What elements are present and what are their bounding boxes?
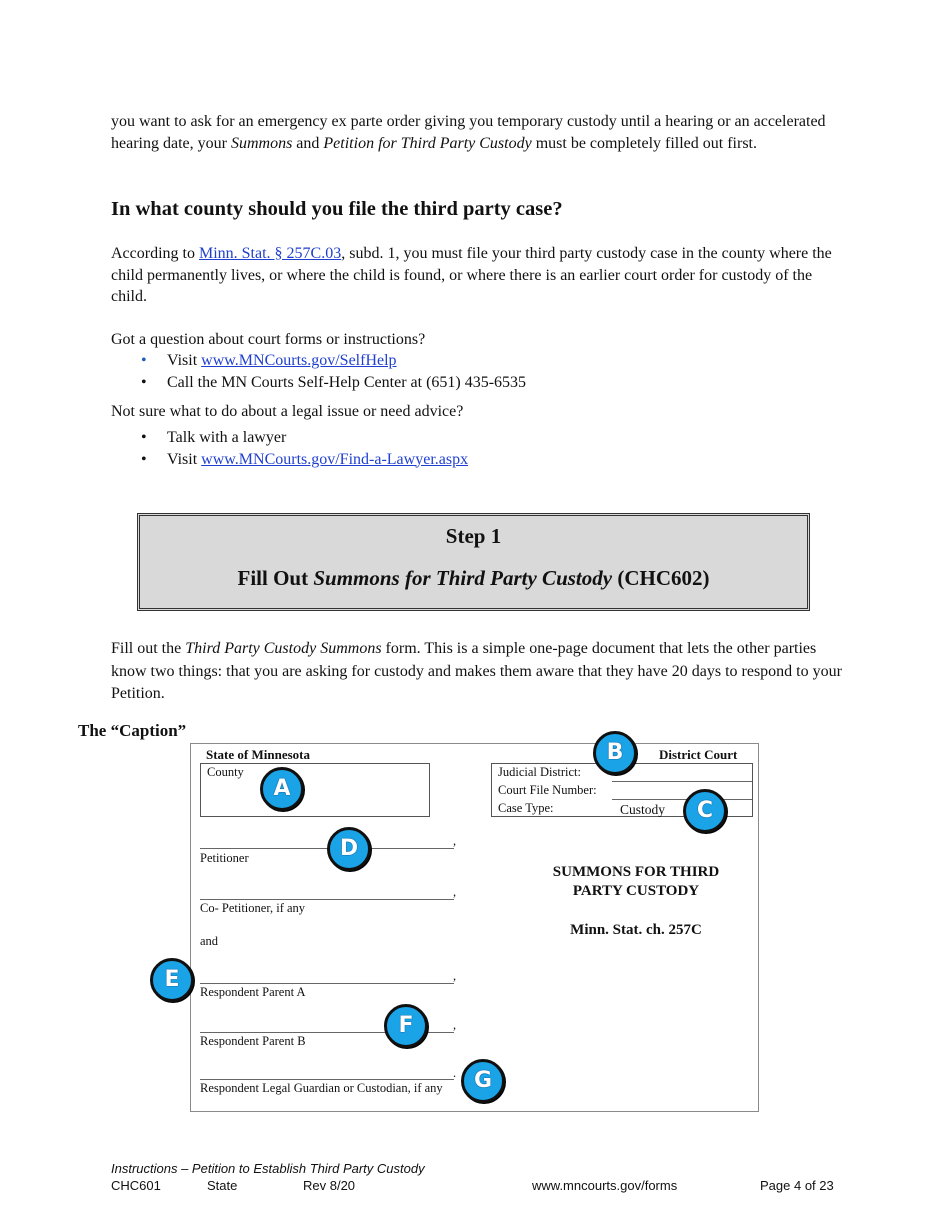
- help-question: Got a question about court forms or inst…: [111, 331, 426, 348]
- judicial-district-label: Judicial District:: [498, 765, 581, 779]
- period: .: [453, 1066, 457, 1080]
- list-item: • Visit www.MNCourts.gov/SelfHelp: [141, 350, 526, 372]
- badge-c: C: [683, 789, 727, 833]
- step-subtitle: Fill Out Summons for Third Party Custody…: [140, 566, 807, 591]
- summons-title: SUMMONS FOR THIRD PARTY CUSTODY: [521, 863, 751, 901]
- fill-out-paragraph: Fill out the Third Party Custody Summons…: [111, 638, 851, 706]
- summons-title-line-2: PARTY CUSTODY: [572, 883, 700, 899]
- badge-d: D: [327, 827, 371, 871]
- footer-page: Page 4 of 23: [760, 1178, 834, 1193]
- lawyer-link[interactable]: www.MNCourts.gov/Find-a-Lawyer.aspx: [201, 450, 469, 468]
- district-court-label: District Court: [659, 747, 738, 762]
- intro-paragraph: you want to ask for an emergency ex part…: [111, 111, 841, 154]
- county-body: , subd. 1, you must file your third part…: [111, 245, 832, 305]
- step-form-name: Summons for Third Party Custody: [313, 566, 613, 590]
- and-label: and: [200, 934, 219, 948]
- bullet: •: [141, 429, 147, 446]
- court-file-line: [612, 799, 752, 800]
- footer-code: CHC601: [111, 1178, 161, 1193]
- respondent-b-line: [200, 1032, 454, 1033]
- guardian-line: [200, 1079, 454, 1080]
- badge-e: E: [150, 958, 194, 1002]
- county-heading: In what county should you file the third…: [111, 198, 563, 220]
- summons-title-line-1: SUMMONS FOR THIRD: [552, 864, 720, 880]
- badge-a: A: [260, 767, 304, 811]
- intro-text-end: must be completely filled out first.: [531, 134, 757, 152]
- respondent-a-label: Respondent Parent A: [200, 985, 306, 999]
- list-item: • Visit www.MNCourts.gov/Find-a-Lawyer.as…: [141, 449, 468, 471]
- fill-out-text: Fill Out: [237, 566, 314, 590]
- comma: ,: [453, 1018, 457, 1032]
- footer-title: Instructions – Petition to Establish Thi…: [111, 1161, 425, 1176]
- call-text: Call the MN Courts Self-Help Center at (…: [167, 373, 527, 391]
- comma: ,: [453, 834, 457, 848]
- according-to: According to: [111, 245, 199, 262]
- intro-text: you want to ask for an emergency ex part…: [111, 113, 826, 152]
- case-type-value: Custody: [620, 802, 666, 817]
- co-petitioner-line: [200, 899, 454, 900]
- visit-label: Visit: [167, 352, 202, 369]
- step-form-code: (CHC602): [612, 566, 710, 590]
- county-paragraph: According to Minn. Stat. § 257C.03, subd…: [111, 243, 841, 308]
- help-list: • Visit www.MNCourts.gov/SelfHelp • Call t…: [141, 350, 526, 393]
- footer-state: State: [207, 1178, 238, 1193]
- list-item: • Call the MN Courts Self-Help Center at …: [141, 372, 526, 394]
- co-petitioner-label: Co- Petitioner, if any: [200, 901, 306, 915]
- list-item: • Talk with a lawyer: [141, 427, 468, 449]
- petitioner-label: Petitioner: [200, 851, 249, 865]
- case-type-label: Case Type:: [498, 801, 554, 815]
- step-title: Step 1: [445, 524, 502, 548]
- badge-b: B: [593, 731, 637, 775]
- state-label: State of Minnesota: [206, 747, 310, 762]
- bullet: •: [141, 450, 147, 468]
- county-box: County: [200, 763, 430, 817]
- statute-label: Minn. Stat. ch. 257C: [570, 922, 702, 938]
- caption-heading: The “Caption”: [78, 721, 187, 740]
- respondent-a-line: [200, 983, 454, 984]
- intro-and: and: [292, 134, 324, 152]
- footer-site: www.mncourts.gov/forms: [532, 1178, 678, 1193]
- fill-start: Fill out the: [111, 640, 186, 657]
- footer-rev: Rev 8/20: [303, 1178, 356, 1193]
- comma: ,: [453, 885, 457, 899]
- summons-caption-form: State of Minnesota District Court County…: [190, 743, 759, 1112]
- fill-rest: form. This is a simple one-page document…: [111, 640, 842, 702]
- respondent-b-label: Respondent Parent B: [200, 1034, 306, 1048]
- case-info-box: Judicial District: Court File Number: Ca…: [491, 763, 753, 817]
- court-file-label: Court File Number:: [498, 783, 597, 797]
- badge-f: F: [384, 1004, 428, 1048]
- statute-link[interactable]: Minn. Stat. § 257C.03: [198, 245, 342, 262]
- intro-petition: Petition for Third Party Custody: [323, 134, 532, 152]
- fill-italic: Third Party Custody Summons: [185, 640, 382, 657]
- badge-g: G: [461, 1059, 505, 1103]
- guardian-label: Respondent Legal Guardian or Custodian, …: [200, 1081, 443, 1095]
- bullet: •: [141, 373, 147, 391]
- not-sure-text: Not sure what to do about a legal issue …: [111, 403, 464, 420]
- intro-summons: Summons: [230, 134, 293, 152]
- bullet: •: [141, 352, 147, 369]
- advice-list: • Talk with a lawyer • Visit www.MNCourts.…: [141, 427, 468, 470]
- talk-text: Talk with a lawyer: [167, 429, 287, 446]
- comma: ,: [453, 969, 457, 983]
- county-label: County: [207, 765, 244, 779]
- visit-label: Visit: [167, 450, 202, 468]
- judicial-district-line: [612, 781, 752, 782]
- step-box: Step 1 Fill Out Summons for Third Party …: [137, 513, 810, 611]
- selfhelp-link[interactable]: www.MNCourts.gov/SelfHelp: [201, 352, 397, 369]
